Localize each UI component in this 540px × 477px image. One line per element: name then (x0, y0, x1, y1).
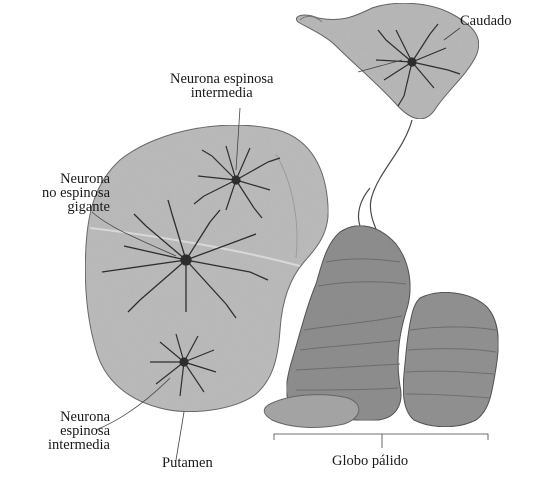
globus-pallidus-internus (403, 292, 498, 426)
label-neurona-no-espinosa: Neurona no espinosa gigante (12, 172, 110, 214)
label-line: Neurona (12, 410, 110, 424)
label-line: Neurona (12, 172, 110, 186)
label-line: intermedia (170, 86, 273, 100)
label-putamen-text: Putamen (162, 456, 213, 470)
label-caudado-text: Caudado (460, 14, 512, 28)
label-globo-palido: Globo pálido (332, 454, 408, 468)
lower-lobe (264, 395, 359, 428)
label-neurona-espinosa-top: Neurona espinosa intermedia (170, 72, 273, 100)
label-neurona-espinosa-bottom: Neurona espinosa intermedia (12, 410, 110, 452)
label-line: no espinosa (12, 186, 110, 200)
label-caudado: Caudado (460, 14, 512, 28)
label-line: intermedia (12, 438, 110, 452)
label-line: Neurona espinosa (170, 72, 273, 86)
label-line: espinosa (12, 424, 110, 438)
label-putamen: Putamen (162, 456, 213, 470)
label-globo-palido-text: Globo pálido (332, 454, 408, 468)
label-line: gigante (12, 200, 110, 214)
